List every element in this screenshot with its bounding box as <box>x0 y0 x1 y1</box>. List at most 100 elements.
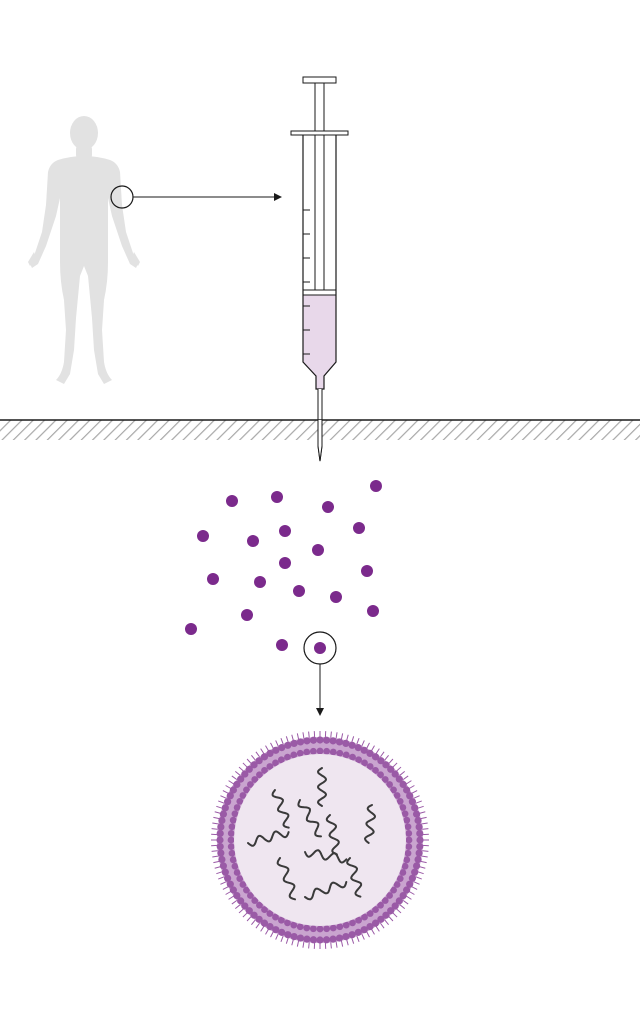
lipid-head <box>316 736 324 744</box>
lipid-head <box>228 823 236 831</box>
nanoparticle <box>353 522 365 534</box>
lipid-head <box>277 756 285 764</box>
lipid-head <box>247 892 254 899</box>
lipid-head <box>396 797 404 805</box>
lipid-head <box>414 816 422 825</box>
lipid-head <box>217 823 225 831</box>
lipid-head <box>411 868 419 876</box>
lipid-head <box>412 810 421 818</box>
lipid-head <box>361 759 368 767</box>
lipid-head <box>381 897 389 904</box>
lipid-head <box>336 749 344 757</box>
nanoparticle <box>254 576 266 588</box>
lipid-head <box>335 738 344 746</box>
lipid-head <box>266 923 274 931</box>
lipid-head <box>256 771 263 779</box>
lipid-head <box>416 842 424 851</box>
nanoparticle <box>312 544 324 556</box>
lipid-head <box>354 744 362 752</box>
lipid-head <box>322 736 331 744</box>
lipid-head <box>399 804 407 811</box>
lipid-head <box>266 763 274 770</box>
mrna-strand <box>276 857 296 901</box>
lipid-head <box>226 792 234 800</box>
nanoparticle <box>367 605 379 617</box>
lipid-head <box>296 738 305 746</box>
lipid-head <box>229 786 237 794</box>
mrna-strand <box>271 789 290 829</box>
nanoparticle <box>361 565 373 577</box>
lipid-head <box>284 931 292 939</box>
lipid-head <box>290 739 298 748</box>
lipid-head <box>329 935 337 943</box>
lipid-head <box>408 798 416 806</box>
lipid-head <box>342 751 350 759</box>
lipid-head <box>395 897 403 905</box>
lipid-head <box>372 906 379 913</box>
lipid-head <box>354 928 362 936</box>
nanoparticle <box>226 495 238 507</box>
lipid-head <box>218 816 226 825</box>
lipid-heads-inner <box>227 747 413 933</box>
lipid-head <box>403 856 411 864</box>
lipid-head <box>366 923 374 931</box>
lipid-head <box>387 765 395 773</box>
lipid-head <box>278 744 286 752</box>
lipid-head <box>323 925 331 933</box>
lipid-head <box>290 751 298 759</box>
lipid-head <box>377 901 384 909</box>
lipid-head <box>399 869 407 876</box>
nanoparticle <box>293 585 305 597</box>
lipid-head <box>239 881 247 888</box>
lipid-head <box>403 816 411 824</box>
lipid-head <box>227 829 235 837</box>
mrna-strand <box>297 799 322 838</box>
mrna-strand <box>316 767 328 807</box>
lipid-head <box>227 836 235 844</box>
lipid-head <box>405 836 413 844</box>
lipid-head <box>233 869 241 876</box>
lipid-head <box>229 856 237 864</box>
lipid-head <box>406 880 414 888</box>
nanoparticle <box>197 530 209 542</box>
mrna-strand <box>325 814 340 856</box>
plunger-rod-top <box>314 82 325 132</box>
lipid-head <box>284 753 291 761</box>
lipid-head <box>309 925 317 933</box>
lipid-head <box>381 776 389 783</box>
needle-tip <box>317 420 323 462</box>
lipid-head <box>296 934 305 942</box>
lipid-head <box>303 737 311 745</box>
lipid-head <box>229 886 237 894</box>
lipid-head <box>277 916 285 924</box>
lipid-head <box>224 874 232 882</box>
lipid-head <box>404 823 412 831</box>
lipid-head <box>231 862 239 870</box>
lipid-head <box>405 829 413 837</box>
lipid-head <box>256 901 263 909</box>
syringe-icon <box>290 76 349 462</box>
lipid-head <box>237 775 245 783</box>
lipid-head <box>236 875 244 883</box>
nanoparticle <box>247 535 259 547</box>
lipid-head <box>216 842 224 851</box>
lipid-head <box>411 804 419 812</box>
lipid-head <box>348 741 356 749</box>
graduation-marks <box>303 209 310 355</box>
lipid-head <box>237 897 245 905</box>
lipid-head <box>386 781 393 788</box>
lipid-head <box>329 748 337 756</box>
lipid-head <box>309 736 318 744</box>
nanoparticle <box>185 623 197 635</box>
lipid-head <box>342 932 350 941</box>
lipid-head <box>272 759 279 767</box>
nanoparticle <box>271 491 283 503</box>
lipid-head <box>250 761 258 769</box>
lipid-head <box>278 928 286 936</box>
lipid-head <box>393 792 401 799</box>
lipid-head <box>226 880 234 888</box>
lipid-head <box>290 921 298 929</box>
finger-flange <box>290 130 349 136</box>
arrow-head-icon <box>316 708 324 716</box>
lipid-head <box>216 836 224 844</box>
